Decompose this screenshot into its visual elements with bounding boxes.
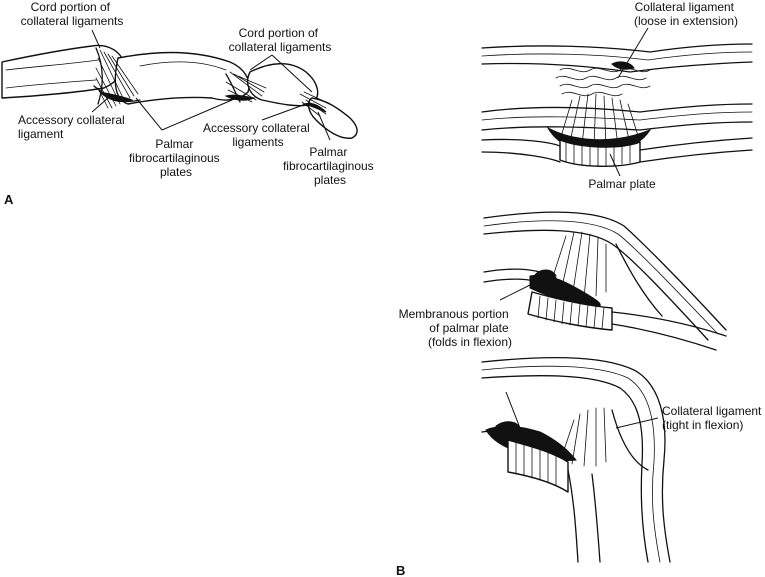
label-cord-portion-2: Cord portion of collateral ligaments — [229, 26, 332, 54]
label-collateral-tight: Collateral ligament (tight in flexion) — [662, 404, 765, 432]
label-collateral-loose: Collateral ligament (loose in extension) — [634, 0, 738, 28]
panel-letter-a: A — [4, 192, 14, 207]
joint-full-flexion-drawing — [481, 356, 671, 563]
panel-letter-b: B — [396, 563, 405, 577]
leader-membranous — [499, 281, 537, 301]
leader-collateral-loose — [617, 27, 649, 79]
leader-palmar-plate — [609, 153, 621, 177]
label-palmar-fibrocartilaginous-2: Palmar fibrocartilaginous plates — [283, 145, 377, 187]
finger-drawing — [1, 44, 358, 139]
label-cord-portion-1: Cord portion of collateral ligaments — [21, 0, 124, 28]
label-accessory-collateral-1: Accessory collateral ligament — [18, 113, 128, 141]
panel-a-leaders — [91, 29, 331, 141]
joint-partial-flexion-drawing — [483, 211, 727, 351]
leader-membranous-2 — [505, 391, 521, 429]
label-palmar-plate: Palmar plate — [588, 177, 656, 191]
label-accessory-collateral-2: Accessory collateral ligaments — [203, 121, 313, 149]
joint-extension-drawing — [481, 43, 753, 167]
label-palmar-fibrocartilaginous-1: Palmar fibrocartilaginous plates — [129, 137, 223, 179]
leader-collateral-tight — [615, 417, 659, 429]
label-membranous: Membranous portion of palmar plate (fold… — [399, 307, 512, 349]
